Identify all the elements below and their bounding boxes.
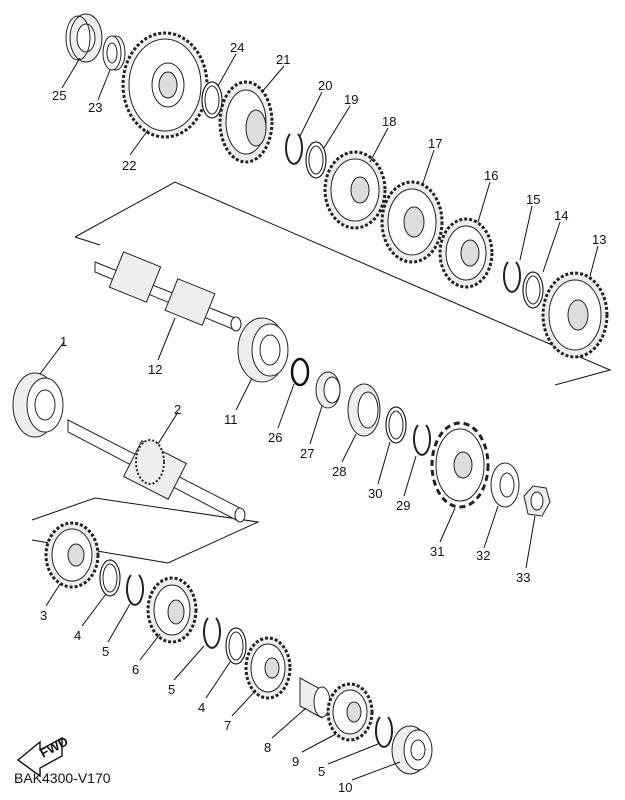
callout-label-19: 19: [344, 92, 358, 107]
lockwasher-32: [490, 462, 520, 508]
gear-7: [244, 636, 292, 700]
sprocket-31: [430, 421, 490, 509]
callout-label-25: 25: [52, 88, 66, 103]
callout-label-12: 12: [148, 362, 162, 377]
callout-label-22: 22: [122, 158, 136, 173]
washer-14: [522, 271, 544, 309]
washer-4a: [99, 559, 121, 597]
washer-30: [385, 406, 407, 444]
callout-label-11: 11: [224, 412, 238, 427]
bushing-8: [299, 677, 331, 719]
callout-label-28: 28: [332, 464, 346, 479]
clip-5a: [126, 574, 144, 606]
callout-label-13: 13: [592, 232, 606, 247]
gear-3: [44, 521, 100, 589]
shaft-12: [94, 251, 242, 332]
callout-label-20: 20: [318, 78, 332, 93]
collar-27: [315, 371, 341, 409]
gear-17: [380, 180, 444, 264]
shaft-assembly-frame-upper: [74, 181, 612, 386]
diagram-code: BAK4300-V170: [14, 770, 111, 786]
clip-20: [285, 133, 303, 165]
bearing-1: [12, 372, 64, 438]
callout-label-10: 10: [338, 780, 352, 795]
gear-9: [326, 682, 374, 742]
callout-label-1: 1: [60, 334, 67, 349]
shaft-assembly-frame-lower: [31, 497, 260, 564]
callout-label-8: 8: [264, 740, 271, 755]
bearing-11: [237, 317, 289, 383]
bearing-10: [391, 725, 433, 775]
nut-33: [523, 485, 551, 517]
gear-13: [541, 271, 609, 359]
callout-label-14: 14: [554, 208, 568, 223]
callout-label-17: 17: [428, 136, 442, 151]
clip-5b: [203, 617, 221, 649]
callout-label-3: 3: [40, 608, 47, 623]
washer-24: [201, 81, 223, 119]
callout-label-5c: 5: [318, 764, 325, 779]
callout-label-18: 18: [382, 114, 396, 129]
gear-16: [438, 217, 494, 289]
washer-19: [305, 141, 327, 179]
callout-label-32: 32: [476, 548, 490, 563]
washer-4b: [225, 627, 247, 665]
callout-label-26: 26: [268, 430, 282, 445]
callout-label-33: 33: [516, 570, 530, 585]
callout-label-2: 2: [174, 402, 181, 417]
callout-label-9: 9: [292, 754, 299, 769]
collar-23: [102, 35, 126, 71]
callout-label-7: 7: [224, 718, 231, 733]
callout-label-4b: 4: [198, 700, 205, 715]
shaft-2: [67, 419, 246, 523]
gear-18: [323, 150, 387, 230]
callout-label-15: 15: [526, 192, 540, 207]
gear-6: [146, 576, 198, 644]
callout-label-23: 23: [88, 100, 102, 115]
gear-21: [218, 80, 274, 164]
callout-label-31: 31: [430, 544, 444, 559]
bearing-25: [65, 13, 103, 63]
callout-label-27: 27: [300, 446, 314, 461]
callout-label-30: 30: [368, 486, 382, 501]
callout-label-4a: 4: [74, 628, 81, 643]
callout-label-5a: 5: [102, 644, 109, 659]
oring-26: [290, 357, 310, 387]
clip-5c: [375, 716, 393, 748]
callout-label-16: 16: [484, 168, 498, 183]
callout-labels: 25 23 22 24 21 20 19 18 17 16 15 14 13 1…: [40, 40, 606, 795]
callout-label-6: 6: [132, 662, 139, 677]
callout-label-5b: 5: [168, 682, 175, 697]
clip-29: [413, 424, 431, 456]
clip-15: [503, 261, 521, 293]
gear-22: [121, 31, 209, 139]
callout-label-21: 21: [276, 52, 290, 67]
seal-28: [347, 383, 381, 437]
leader-lines: [39, 53, 599, 781]
callout-label-24: 24: [230, 40, 244, 55]
callout-label-29: 29: [396, 498, 410, 513]
